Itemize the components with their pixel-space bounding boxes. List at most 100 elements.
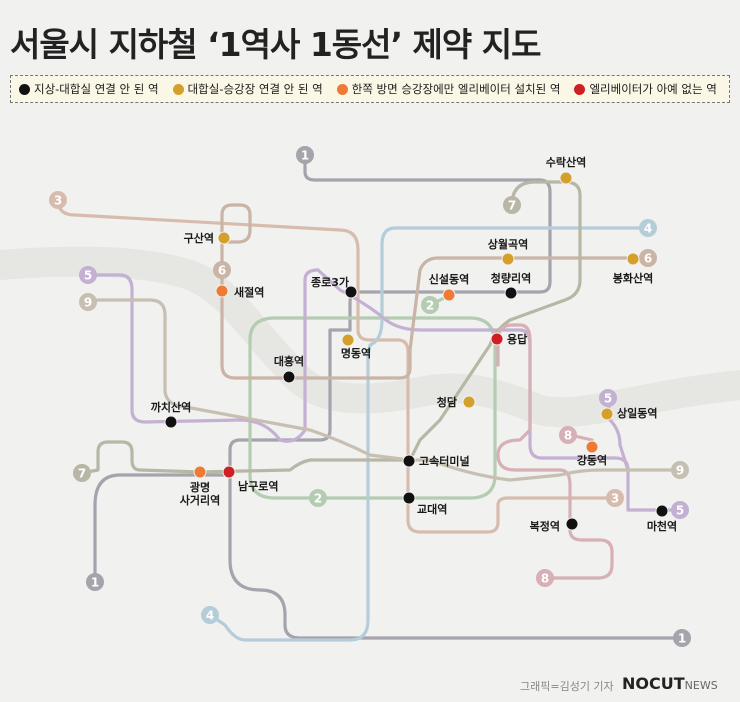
station-label-line: 남구로역 xyxy=(238,479,278,493)
line-badge-circle xyxy=(49,191,67,209)
station-label: 복정역 xyxy=(530,519,560,533)
line-8-track xyxy=(496,323,614,580)
station: 대흥역 xyxy=(274,354,304,384)
line-badge: 8 xyxy=(559,426,577,444)
line-badge: 1 xyxy=(86,573,104,591)
station-label-line: 복정역 xyxy=(530,519,560,533)
line-badge-circle xyxy=(671,501,689,519)
station-label: 대흥역 xyxy=(274,354,304,368)
station-marker xyxy=(585,440,599,454)
line-badge-circle xyxy=(606,489,624,507)
station-label: 까치산역 xyxy=(151,400,191,414)
station: 복정역 xyxy=(530,517,579,533)
station-label: 종로3가 xyxy=(311,275,349,289)
line-badge-circle xyxy=(559,426,577,444)
station: 신설동역 xyxy=(429,272,469,302)
station-label-line: 신설동역 xyxy=(429,272,469,286)
line-badge: 5 xyxy=(599,389,617,407)
line-badge-number: 4 xyxy=(206,609,214,623)
brand-logo: NOCUTNEWS xyxy=(622,674,718,693)
station: 구산역 xyxy=(184,231,231,245)
station: 새절역 xyxy=(215,284,264,299)
line-badge: 7 xyxy=(73,464,91,482)
station-marker xyxy=(193,465,207,479)
page-title: 서울시 지하철 ‘1역사 1동선’ 제약 지도 xyxy=(10,25,541,64)
station-marker xyxy=(402,491,416,505)
line-badge-circle xyxy=(536,569,554,587)
station-label-line: 청량리역 xyxy=(491,271,531,285)
station: 교대역 xyxy=(402,491,447,516)
station-label-line: 새절역 xyxy=(234,285,264,299)
station-label-line: 사거리역 xyxy=(180,493,220,507)
line-3-track xyxy=(56,198,617,534)
station-label-line: 교대역 xyxy=(417,502,447,516)
line-badge: 5 xyxy=(671,501,689,519)
station-label-line: 고속터미널 xyxy=(419,454,470,468)
line-badge-number: 9 xyxy=(84,296,92,310)
line-badge: 4 xyxy=(639,219,657,237)
line-badge-number: 2 xyxy=(314,492,322,506)
subway-lines xyxy=(56,153,682,642)
line-badge-number: 7 xyxy=(508,199,516,213)
station-marker xyxy=(341,333,355,347)
line-badge-circle xyxy=(309,489,327,507)
line-badge-circle xyxy=(599,389,617,407)
legend-item: 한쪽 방면 승강장에만 엘리베이터 설치된 역 xyxy=(336,81,560,97)
station-marker xyxy=(442,288,456,302)
line-badge-number: 6 xyxy=(218,264,226,278)
station-label: 청담 xyxy=(437,395,457,409)
station: 상일동역 xyxy=(600,406,657,421)
line-badge: 3 xyxy=(49,191,67,209)
line-5-track xyxy=(86,268,320,443)
station-label-line: 대흥역 xyxy=(274,354,304,368)
line-badge-number: 3 xyxy=(54,194,62,208)
line-badge-circle xyxy=(213,261,231,279)
station: 마천역 xyxy=(647,504,677,533)
line-badge: 9 xyxy=(671,461,689,479)
station: 명동역 xyxy=(341,333,371,360)
station-label-line: 강동역 xyxy=(577,453,607,467)
brand-main: NOCUT xyxy=(622,674,685,693)
line-badge: 1 xyxy=(673,629,691,647)
station-marker xyxy=(462,395,476,409)
line-badge-number: 8 xyxy=(541,572,549,586)
line-badge-number: 8 xyxy=(564,429,572,443)
station: 상월곡역 xyxy=(488,237,528,266)
river-band xyxy=(0,246,740,428)
line-badge-number: 5 xyxy=(604,392,612,406)
line-badge: 6 xyxy=(213,261,231,279)
station-marker xyxy=(504,286,518,300)
line-badge-number: 5 xyxy=(676,504,684,518)
station: 까치산역 xyxy=(151,400,191,429)
line-badge-number: 3 xyxy=(611,492,619,506)
line-1-track xyxy=(228,473,682,640)
station: 봉화산역 xyxy=(613,252,653,285)
station-label: 청량리역 xyxy=(491,271,531,285)
line-badge: 8 xyxy=(536,569,554,587)
station-marker xyxy=(559,171,573,185)
legend-marker xyxy=(172,83,184,95)
legend-label: 엘리베이터가 아예 없는 역 xyxy=(589,82,717,96)
line-5-track xyxy=(606,398,630,472)
line-badge: 6 xyxy=(639,249,657,267)
line-badge-number: 1 xyxy=(91,576,99,590)
station-label-line: 상일동역 xyxy=(617,406,657,420)
station-marker xyxy=(626,252,640,266)
line-badge: 1 xyxy=(296,146,314,164)
station-label-line: 청담 xyxy=(437,395,457,409)
line-6-track xyxy=(220,203,412,380)
line-badge-circle xyxy=(86,573,104,591)
line-badge-number: 4 xyxy=(644,222,652,236)
station: 청량리역 xyxy=(491,271,531,300)
legend-marker xyxy=(19,83,30,95)
station-label: 마천역 xyxy=(647,519,677,533)
han-river xyxy=(0,246,740,428)
station-label-line: 구산역 xyxy=(184,231,214,245)
line-badge-circle xyxy=(671,461,689,479)
brand-sub: NEWS xyxy=(684,679,718,692)
line-6-track xyxy=(408,256,650,352)
station: 남구로역 xyxy=(222,465,278,493)
line-9-track xyxy=(86,298,682,482)
line-1-track xyxy=(93,328,352,582)
